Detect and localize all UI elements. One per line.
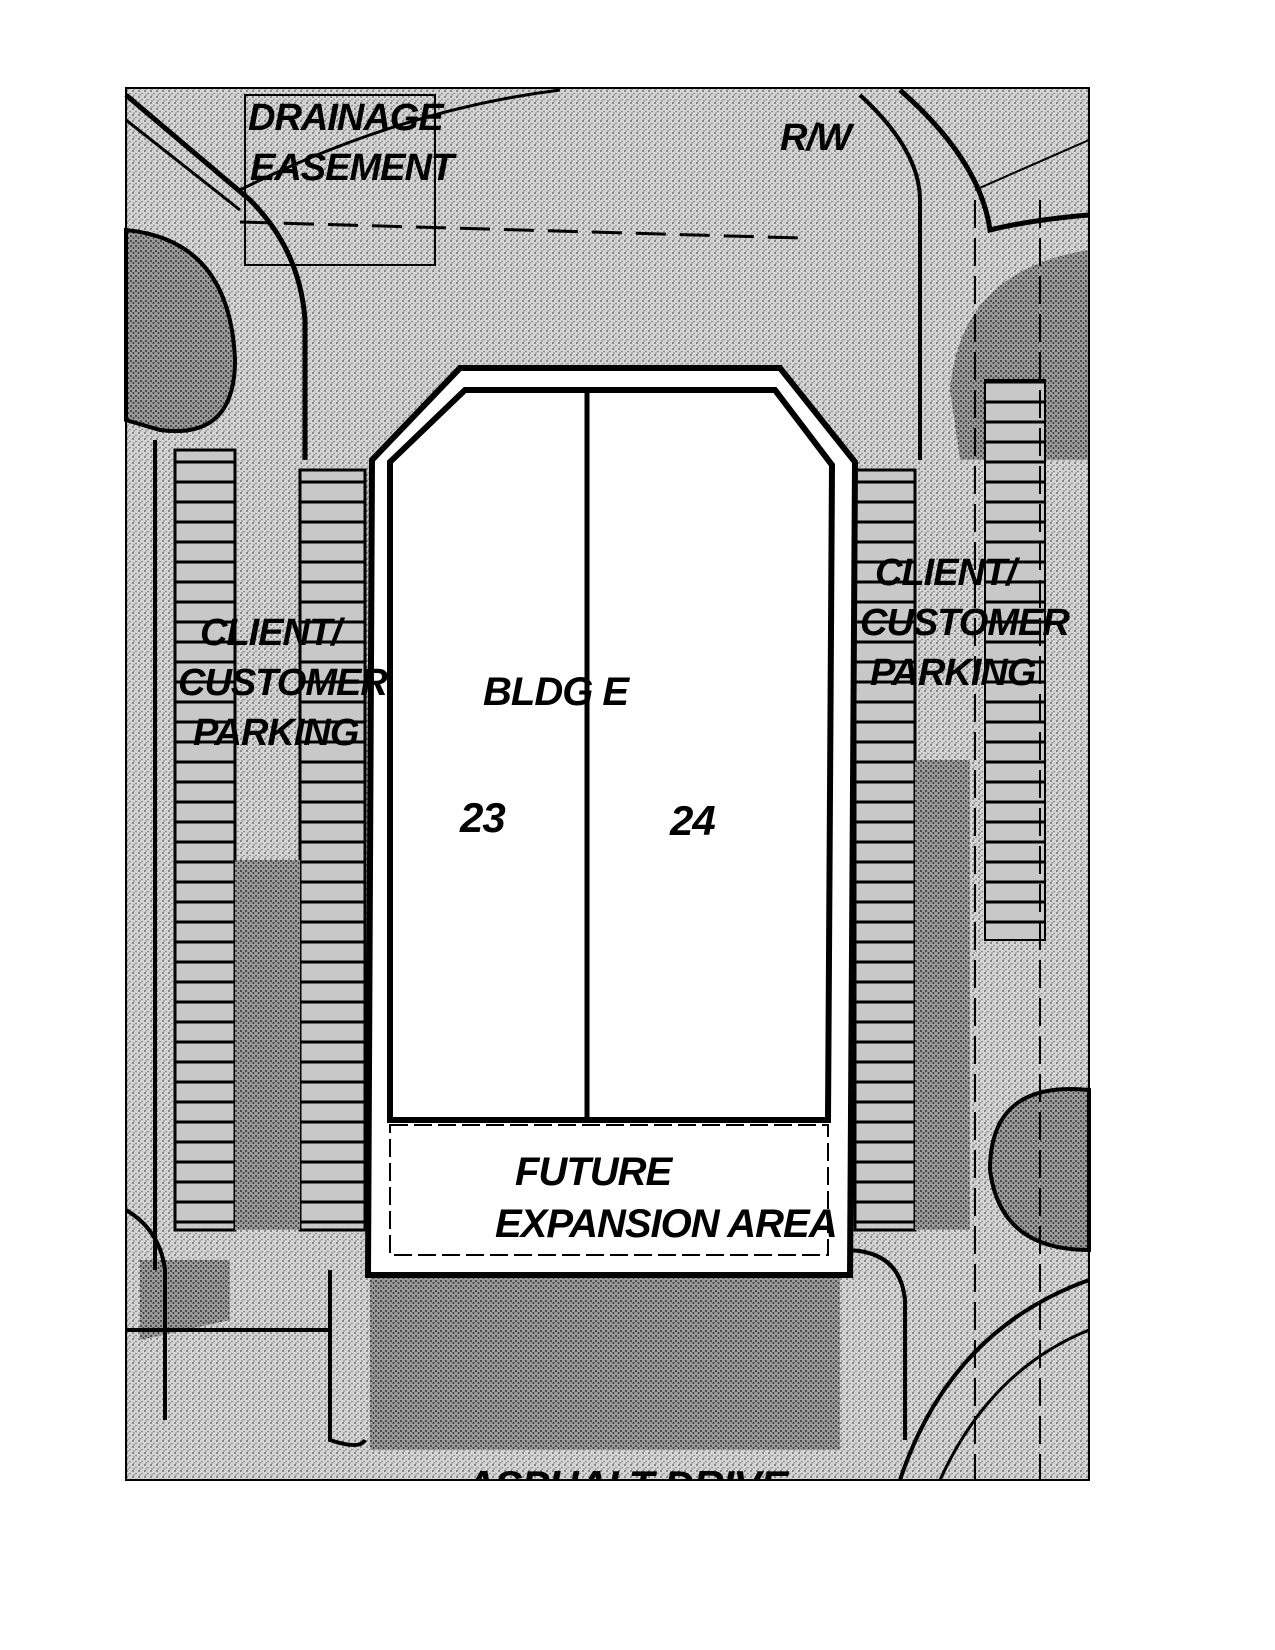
landscape-island <box>140 1260 230 1340</box>
building-label: BLDG E <box>483 670 630 714</box>
parking-aisle <box>915 760 970 1230</box>
easement-label: EASEMENT <box>250 147 457 189</box>
parking-stalls-right <box>853 468 917 1232</box>
future-expansion-area <box>389 1124 829 1256</box>
parking-stalls-right-outer <box>984 379 1046 941</box>
left-parking-label-1: CLIENT/ <box>200 612 345 654</box>
curb-line <box>858 93 922 460</box>
plan-border <box>125 87 1090 1481</box>
landscape-island <box>124 227 238 434</box>
right-of-way-label: R/W <box>780 117 855 159</box>
future-label: FUTURE <box>515 1150 674 1194</box>
left-parking-label-2: CUSTOMER <box>178 662 388 704</box>
asphalt-drive-label: ASPHALT DRIVE <box>464 1462 790 1509</box>
unit-23-label: 23 <box>459 794 505 841</box>
right-parking-label-1: CLIENT/ <box>875 552 1020 594</box>
unit-24-label: 24 <box>669 797 715 844</box>
easement-line <box>239 220 801 240</box>
parking-aisle <box>235 860 300 1230</box>
drainage-easement-box <box>244 94 436 266</box>
left-parking-label-3: PARKING <box>193 712 359 754</box>
parking-stalls-left-outer <box>173 448 237 1232</box>
building-e <box>387 387 836 1123</box>
drive-aisle <box>370 1275 840 1450</box>
right-of-way-line <box>239 88 561 192</box>
drainage-label: DRAINAGE <box>248 97 445 139</box>
right-parking-label-3: PARKING <box>870 652 1036 694</box>
curb-line <box>124 93 308 460</box>
expansion-area-label: EXPANSION AREA <box>495 1202 837 1246</box>
right-parking-label-2: CUSTOMER <box>860 602 1070 644</box>
parking-stalls-left-inner <box>298 468 367 1232</box>
